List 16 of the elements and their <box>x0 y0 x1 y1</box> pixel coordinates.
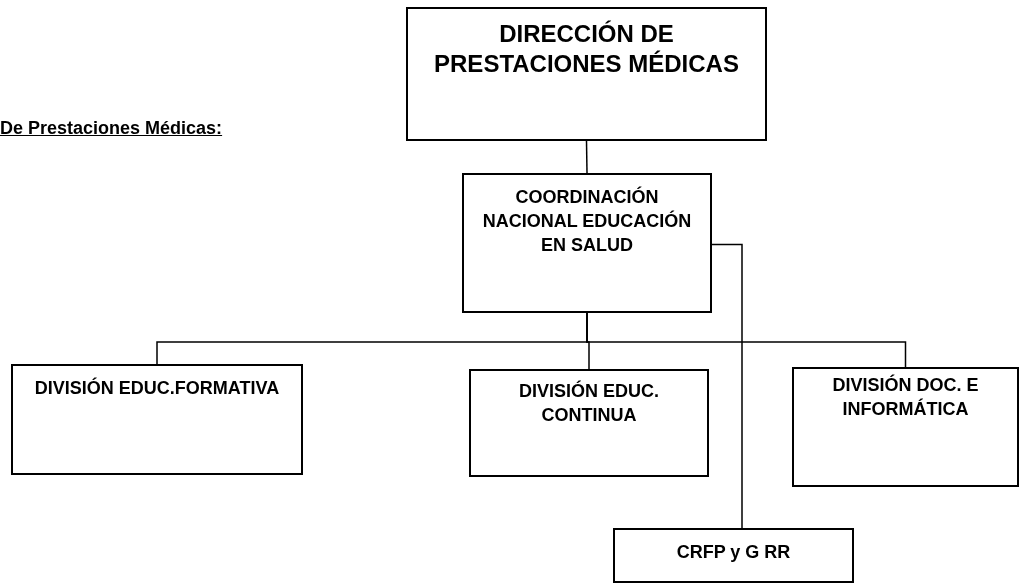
box-label: DIRECCIÓN DE PRESTACIONES MÉDICAS <box>433 19 740 79</box>
box-label: DIVISIÓN EDUC. CONTINUA <box>518 379 660 427</box>
org-box <box>792 367 1019 487</box>
box-label: DIVISIÓN DOC. E INFORMÁTICA <box>831 373 980 421</box>
heading: De Prestaciones Médicas: <box>0 118 223 139</box>
org-box <box>406 7 767 141</box>
box-label: CRFP y G RR <box>675 541 792 564</box>
connector-line <box>586 312 907 368</box>
org-box <box>469 369 709 477</box>
connector-line <box>585 140 588 174</box>
box-label: DIVISIÓN EDUC.FORMATIVA <box>33 376 281 400</box>
org-box <box>613 528 854 583</box>
org-box <box>11 364 303 475</box>
connector-line <box>711 243 743 529</box>
org-box <box>462 173 712 313</box>
box-label: COORDINACIÓN NACIONAL EDUCACIÓN EN SALUD <box>481 185 693 257</box>
